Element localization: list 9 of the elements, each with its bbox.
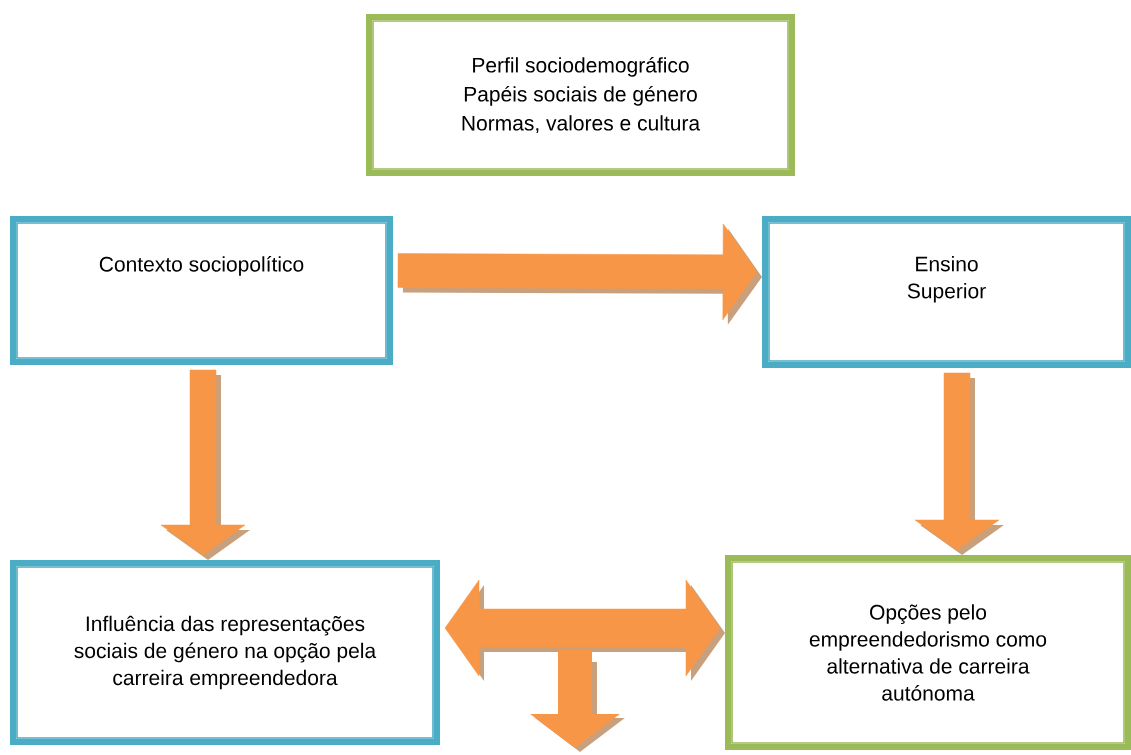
text-box: Ensino Superior [762,216,1131,368]
text-box: Contexto sociopolítico [10,216,393,365]
block-arrow [914,372,1004,555]
block-arrow [160,369,250,560]
block-arrow [397,223,762,325]
text-box: Perfil sociodemográfico Papéis sociais de género Normas, valores e cultura [366,14,795,176]
block-arrow [444,579,725,681]
text-box: Influência das representações sociais de género na opção pela carreira empreendedora [10,560,440,745]
text-box: Opções pelo empreendedorismo como alternativa de carreira autónoma [725,555,1131,750]
